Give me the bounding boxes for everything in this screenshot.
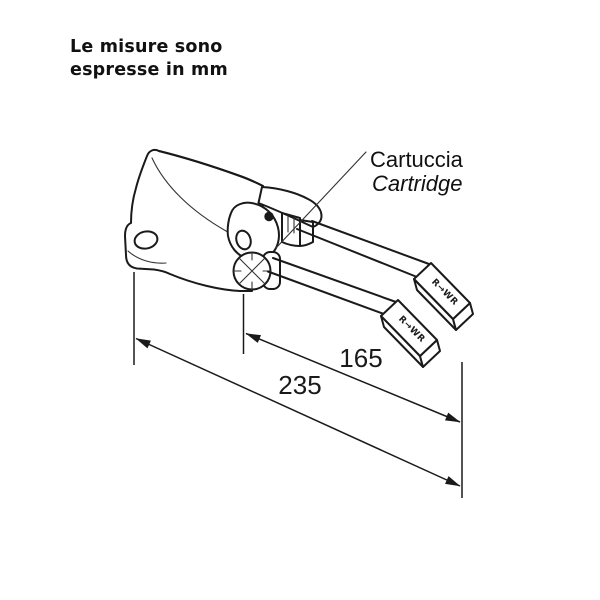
dimension-label-outer: 235 xyxy=(278,370,321,400)
cartridge-stem-lines xyxy=(287,214,295,234)
callout-title: Cartuccia xyxy=(370,147,464,172)
dimension-label-inner: 165 xyxy=(339,343,382,373)
body-top-edge xyxy=(158,150,264,204)
units-note-line2: espresse in mm xyxy=(70,60,228,80)
pedal-upper: R→WR xyxy=(413,262,474,331)
lever-upper xyxy=(296,220,430,278)
cartridge-block xyxy=(281,212,314,247)
lever-lower xyxy=(267,257,397,315)
housing-opening xyxy=(235,229,252,251)
screw-dot xyxy=(264,211,274,222)
callout-leader-line xyxy=(275,151,367,249)
callout-subtitle: Cartridge xyxy=(372,171,462,196)
dimension-line-outer xyxy=(135,337,461,487)
pedal-lower: R→WR xyxy=(380,299,441,368)
units-note-line1: Le misure sono xyxy=(70,37,223,57)
pedal-upper-top xyxy=(413,262,471,320)
pivot-knob-cross xyxy=(232,251,272,291)
flange-hole xyxy=(133,230,159,250)
dimensioning: 165 235 xyxy=(133,272,463,498)
flange-inner-line xyxy=(127,250,167,264)
